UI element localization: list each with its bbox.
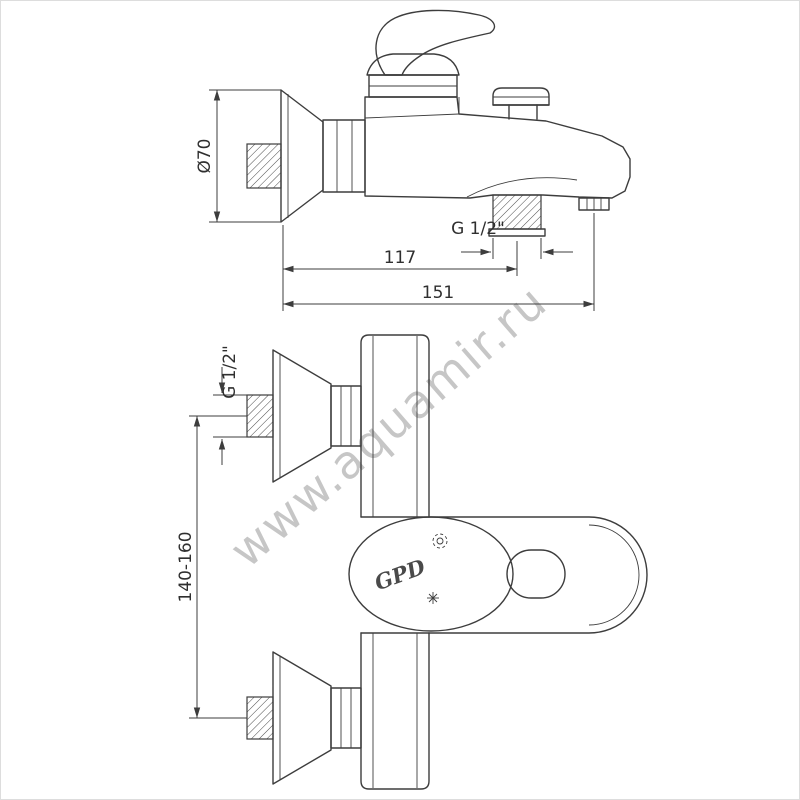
- side-view-spout-aerator: [578, 197, 610, 211]
- dim-151-label: 151: [422, 283, 454, 303]
- front-view-body-upper: [360, 334, 430, 518]
- front-view: GPD: [246, 334, 648, 790]
- front-view-handle: GPD: [348, 516, 566, 632]
- dim-117-label: 117: [384, 248, 416, 268]
- dim-mount-distance-label: 140-160: [176, 531, 196, 602]
- dim-151: 151: [283, 213, 595, 311]
- side-view-wall-flange: [280, 89, 324, 223]
- dim-outlet-thread-side: G 1/2": [451, 219, 573, 259]
- side-view-handle-lever: [366, 9, 496, 76]
- front-view-body-lower: [360, 632, 430, 790]
- hot-indicator-gear-icon: [432, 533, 448, 549]
- front-view-bottom-flange: [246, 651, 362, 785]
- side-view-cartridge: [368, 74, 458, 98]
- front-view-body-spout: [360, 516, 648, 634]
- dim-thread-label-side: G 1/2": [451, 219, 505, 239]
- dim-mounting-distance: 140-160: [176, 415, 247, 719]
- dim-diameter-label: Ø70: [195, 138, 215, 173]
- dim-thread-label-front: G 1/2": [220, 345, 240, 399]
- side-view: [246, 9, 631, 237]
- side-view-body-spout: [364, 96, 631, 199]
- side-view-shower-outlet-thread: [488, 194, 546, 237]
- brand-logo-text: GPD: [371, 554, 429, 596]
- dim-flange-diameter: Ø70: [195, 89, 281, 223]
- side-view-diverter-knob: [492, 87, 550, 120]
- dim-inlet-thread-front: G 1/2": [213, 345, 247, 465]
- dim-117: 117: [282, 225, 518, 311]
- cold-indicator-snowflake-icon: [427, 592, 439, 604]
- side-view-threaded-nipple: [246, 143, 282, 189]
- front-view-top-flange: [246, 349, 362, 483]
- side-view-connection-nut: [322, 119, 366, 193]
